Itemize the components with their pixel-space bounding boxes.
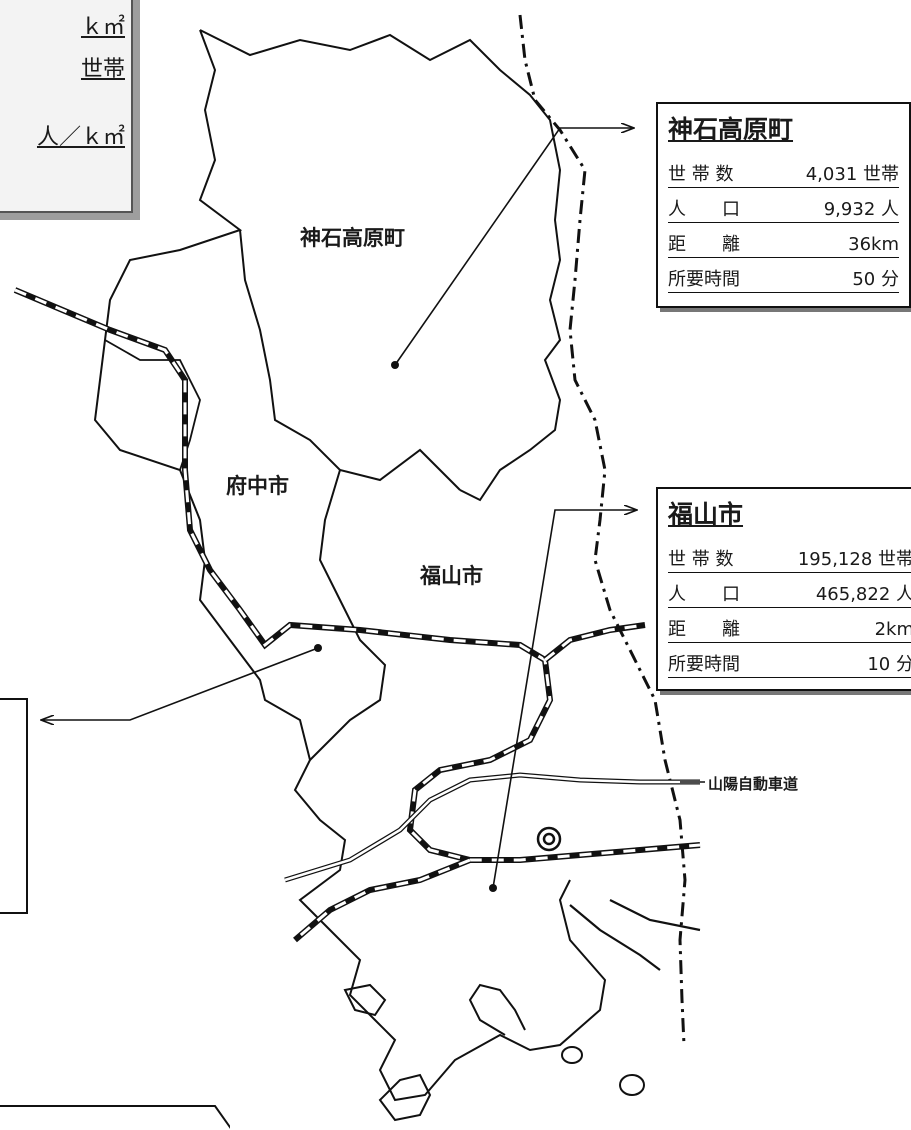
info-panel-fukuyama: 福山市 世 帯 数 195,128 世帯 人 口 465,822 人 距 離 2… <box>656 487 911 691</box>
panel-title: 福山市 <box>668 500 744 529</box>
stat-row-distance: 距 離 36km <box>668 228 899 258</box>
pointer-fuchu <box>42 647 319 720</box>
stat-value: 195,128 世帯 <box>797 549 911 570</box>
legend-box: ｋ㎡ 世帯 人／ｋ㎡ <box>0 0 140 220</box>
stat-key: 所要時間 <box>668 269 740 290</box>
stat-key: 人 口 <box>668 584 740 605</box>
island-west-bay <box>343 983 387 1017</box>
stat-value: 36km <box>848 234 899 255</box>
city-hall-icon <box>536 826 562 852</box>
stat-row-population: 人 口 465,822 人 <box>668 578 911 608</box>
stat-key: 人 口 <box>668 199 740 220</box>
stat-row-households: 世 帯 数 4,031 世帯 <box>668 158 899 188</box>
stat-value: 50 分 <box>852 269 899 290</box>
coastline-peninsula <box>609 899 701 932</box>
island-south <box>378 1073 432 1122</box>
pointer-fukuyama <box>492 510 636 889</box>
boundary-west <box>104 339 201 471</box>
stat-key: 所要時間 <box>668 654 740 675</box>
legend-area-unit: ｋ㎡ <box>80 15 125 40</box>
railway-line <box>13 287 701 943</box>
panel-title: 神石高原町 <box>668 115 794 144</box>
stat-value: 4,031 世帯 <box>805 164 899 185</box>
stat-value: 10 分 <box>867 654 911 675</box>
legend-household-unit: 世帯 <box>80 57 125 82</box>
stat-value: 465,822 人 <box>815 584 911 605</box>
label-fukuyama: 福山市 <box>420 564 483 588</box>
bottom-rule <box>0 1105 230 1129</box>
pointer-jinseki <box>394 128 633 366</box>
stat-key: 距 離 <box>668 234 740 255</box>
region-outline <box>93 29 607 1102</box>
stat-value: 2km <box>874 619 911 640</box>
island-southeast <box>619 1074 645 1096</box>
info-panel-fuchu-clipped <box>0 698 28 914</box>
stat-row-travel-time: 所要時間 50 分 <box>668 263 899 293</box>
stat-row-distance: 距 離 2km <box>668 613 911 643</box>
label-highway: 山陽自動車道 <box>708 775 799 793</box>
stat-key: 距 離 <box>668 619 740 640</box>
island-small <box>561 1046 583 1064</box>
stat-key: 世 帯 数 <box>668 164 734 185</box>
legend-density-unit: 人／ｋ㎡ <box>36 125 125 150</box>
stat-value: 9,932 人 <box>823 199 899 220</box>
stat-row-households: 世 帯 数 195,128 世帯 <box>668 543 911 573</box>
coastline-cape <box>468 983 526 1036</box>
highway-line <box>284 772 700 883</box>
prefecture-border <box>518 14 687 1046</box>
stat-row-travel-time: 所要時間 10 分 <box>668 648 911 678</box>
boundary-fuchu-fukuyama <box>309 469 387 761</box>
label-fuchu: 府中市 <box>226 474 289 498</box>
label-jinseki: 神石高原町 <box>300 226 405 250</box>
coastline-bay <box>569 904 661 971</box>
region-outline-north <box>199 29 562 502</box>
stat-row-population: 人 口 9,932 人 <box>668 193 899 223</box>
info-panel-jinseki: 神石高原町 世 帯 数 4,031 世帯 人 口 9,932 人 距 離 36k… <box>656 102 911 308</box>
stat-key: 世 帯 数 <box>668 549 734 570</box>
boundary-jinseki-fuchu <box>239 229 461 491</box>
